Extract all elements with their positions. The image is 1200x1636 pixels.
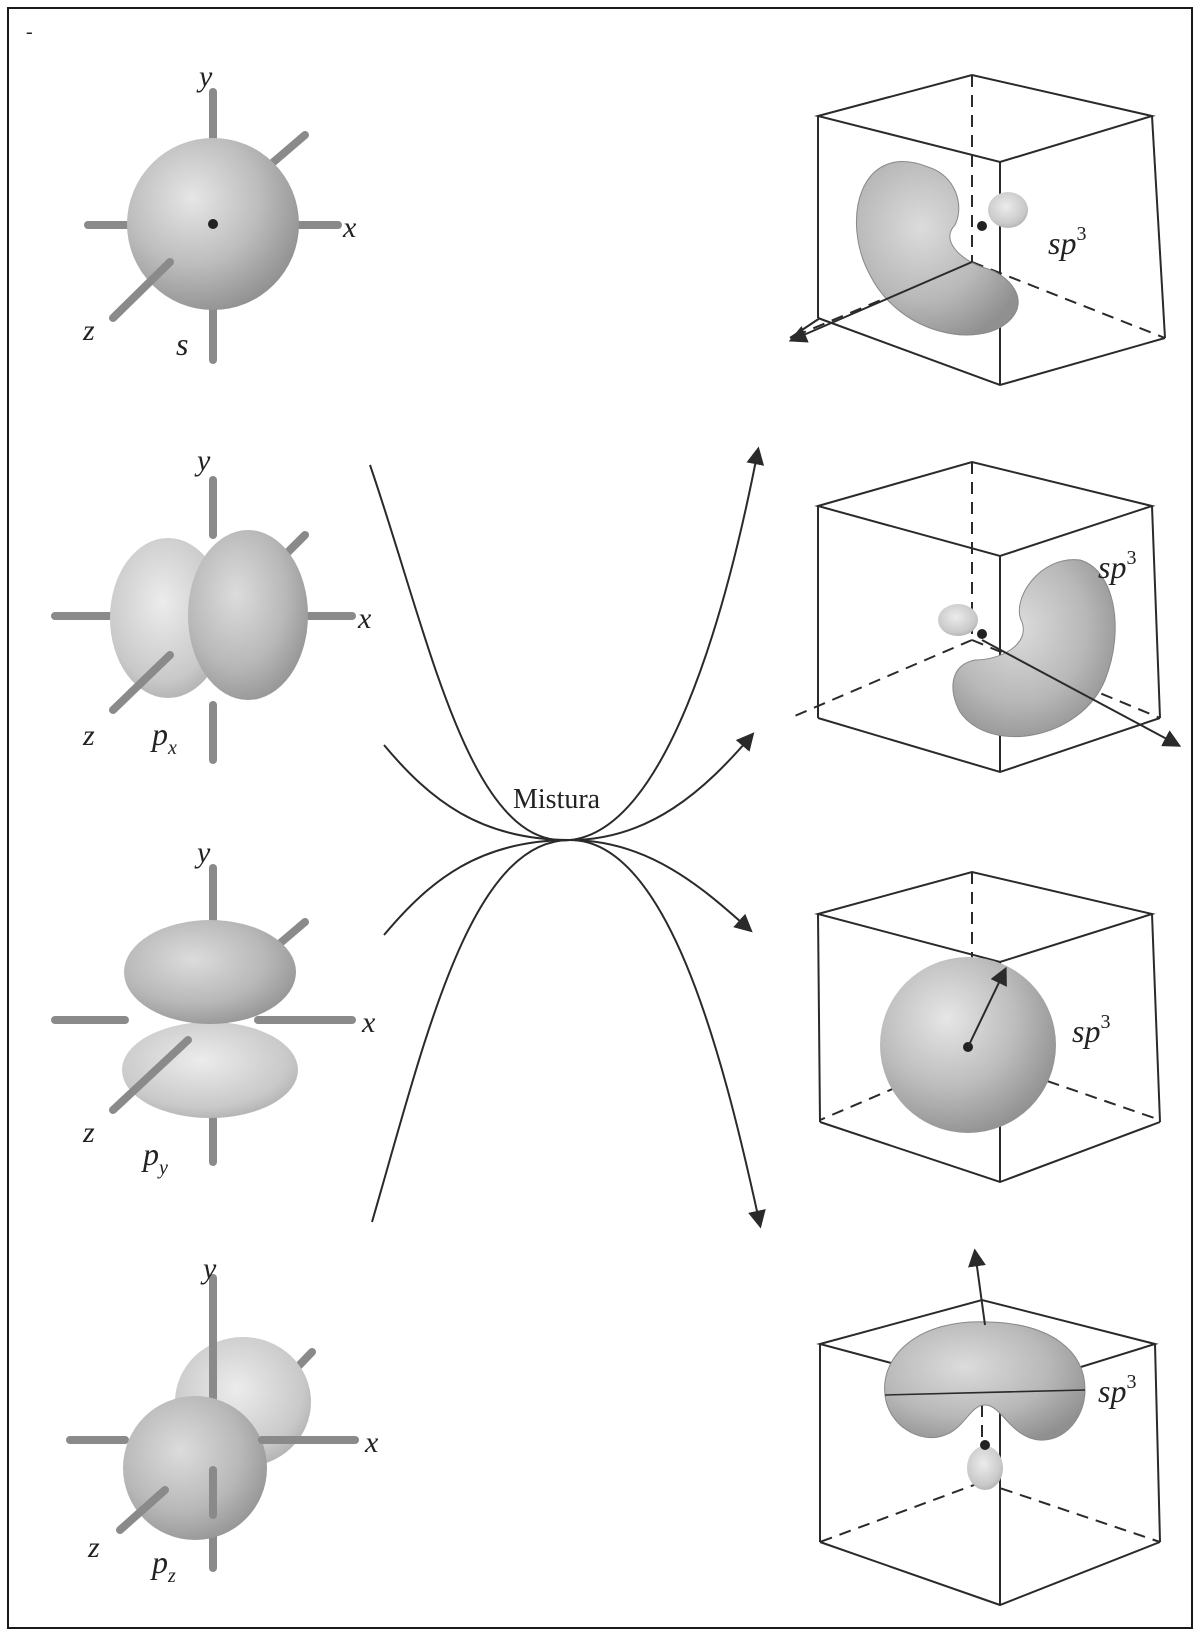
- curve-s-to-hybrid-1: [370, 450, 758, 840]
- hybrid-label-1: sp3: [1048, 223, 1086, 261]
- sp3-lobe-2: [938, 560, 1178, 745]
- mixing-curves: [370, 450, 760, 1225]
- x-axis-label: x: [364, 1426, 379, 1459]
- direction-arrow: [975, 1252, 985, 1325]
- large-lobe: [885, 1322, 1085, 1440]
- cube-top-face: [818, 872, 1152, 962]
- z-axis-label: z: [82, 1116, 95, 1149]
- nucleus-dot: [977, 629, 987, 639]
- s-orbital: y x z s: [82, 60, 357, 362]
- corner-mark: -: [26, 21, 33, 43]
- hybrid-label-2: sp3: [1098, 547, 1136, 585]
- sp3-lobe-4: [885, 1252, 1085, 1490]
- sp3-lobe-1: [792, 162, 1028, 340]
- x-axis-label: x: [357, 602, 372, 635]
- cube-top-face: [818, 75, 1152, 162]
- pz-lobe-front: [123, 1396, 267, 1540]
- orbital-label-py: py: [141, 1136, 168, 1179]
- cube-edge: [1155, 1344, 1160, 1542]
- z-axis-label: z: [87, 1531, 100, 1564]
- pz-orbital: y x z pz: [70, 1252, 379, 1587]
- z-axis-label: z: [82, 314, 95, 347]
- z-axis-rod: [270, 135, 305, 165]
- mixing-label: Mistura: [513, 784, 601, 815]
- cube-edge: [818, 914, 820, 1122]
- z-axis-rod: [278, 922, 305, 945]
- cube-top-face: [818, 462, 1152, 556]
- x-axis-label: x: [361, 1006, 376, 1039]
- orbital-label-px: px: [150, 716, 177, 759]
- cube-hidden-edge: [820, 1482, 982, 1542]
- orbital-label-s: s: [176, 326, 188, 362]
- small-lobe: [938, 604, 978, 636]
- nucleus-dot: [208, 219, 218, 229]
- cube-bottom-edge: [820, 1122, 1160, 1182]
- px-lobe-positive: [188, 530, 308, 700]
- small-lobe: [967, 1446, 1003, 1490]
- py-lobe-negative: [122, 1022, 298, 1118]
- curve-py-to-hybrid-3: [384, 840, 750, 935]
- py-lobe-positive: [124, 920, 296, 1024]
- sp3-hybrid-1: [790, 75, 1165, 385]
- y-axis-label: y: [200, 1252, 217, 1285]
- nucleus-dot: [980, 1440, 990, 1450]
- cube-edge: [1152, 914, 1160, 1122]
- y-axis-label: y: [194, 444, 211, 477]
- py-orbital: y x z py: [55, 836, 376, 1179]
- cube-bottom-edge: [820, 1542, 1160, 1605]
- y-axis-label: y: [196, 60, 213, 93]
- large-lobe: [953, 560, 1115, 737]
- x-axis-label: x: [342, 211, 357, 244]
- orbital-label-pz: pz: [150, 1544, 176, 1587]
- nucleus-dot: [977, 221, 987, 231]
- z-axis-label: z: [82, 719, 95, 752]
- hybrid-label-3: sp3: [1072, 1011, 1110, 1049]
- y-axis-label: y: [194, 836, 211, 869]
- px-orbital: y x z px: [55, 444, 372, 760]
- cube-edge: [1152, 506, 1160, 718]
- sp3-lobe-3: [880, 957, 1056, 1133]
- large-lobe: [856, 162, 1018, 335]
- curve-pz-to-hybrid-4: [372, 840, 760, 1225]
- small-lobe: [988, 192, 1028, 228]
- hybrid-label-4: sp3: [1098, 1371, 1136, 1409]
- cube-hidden-edge: [982, 1482, 1160, 1542]
- cube-edge: [1152, 116, 1165, 338]
